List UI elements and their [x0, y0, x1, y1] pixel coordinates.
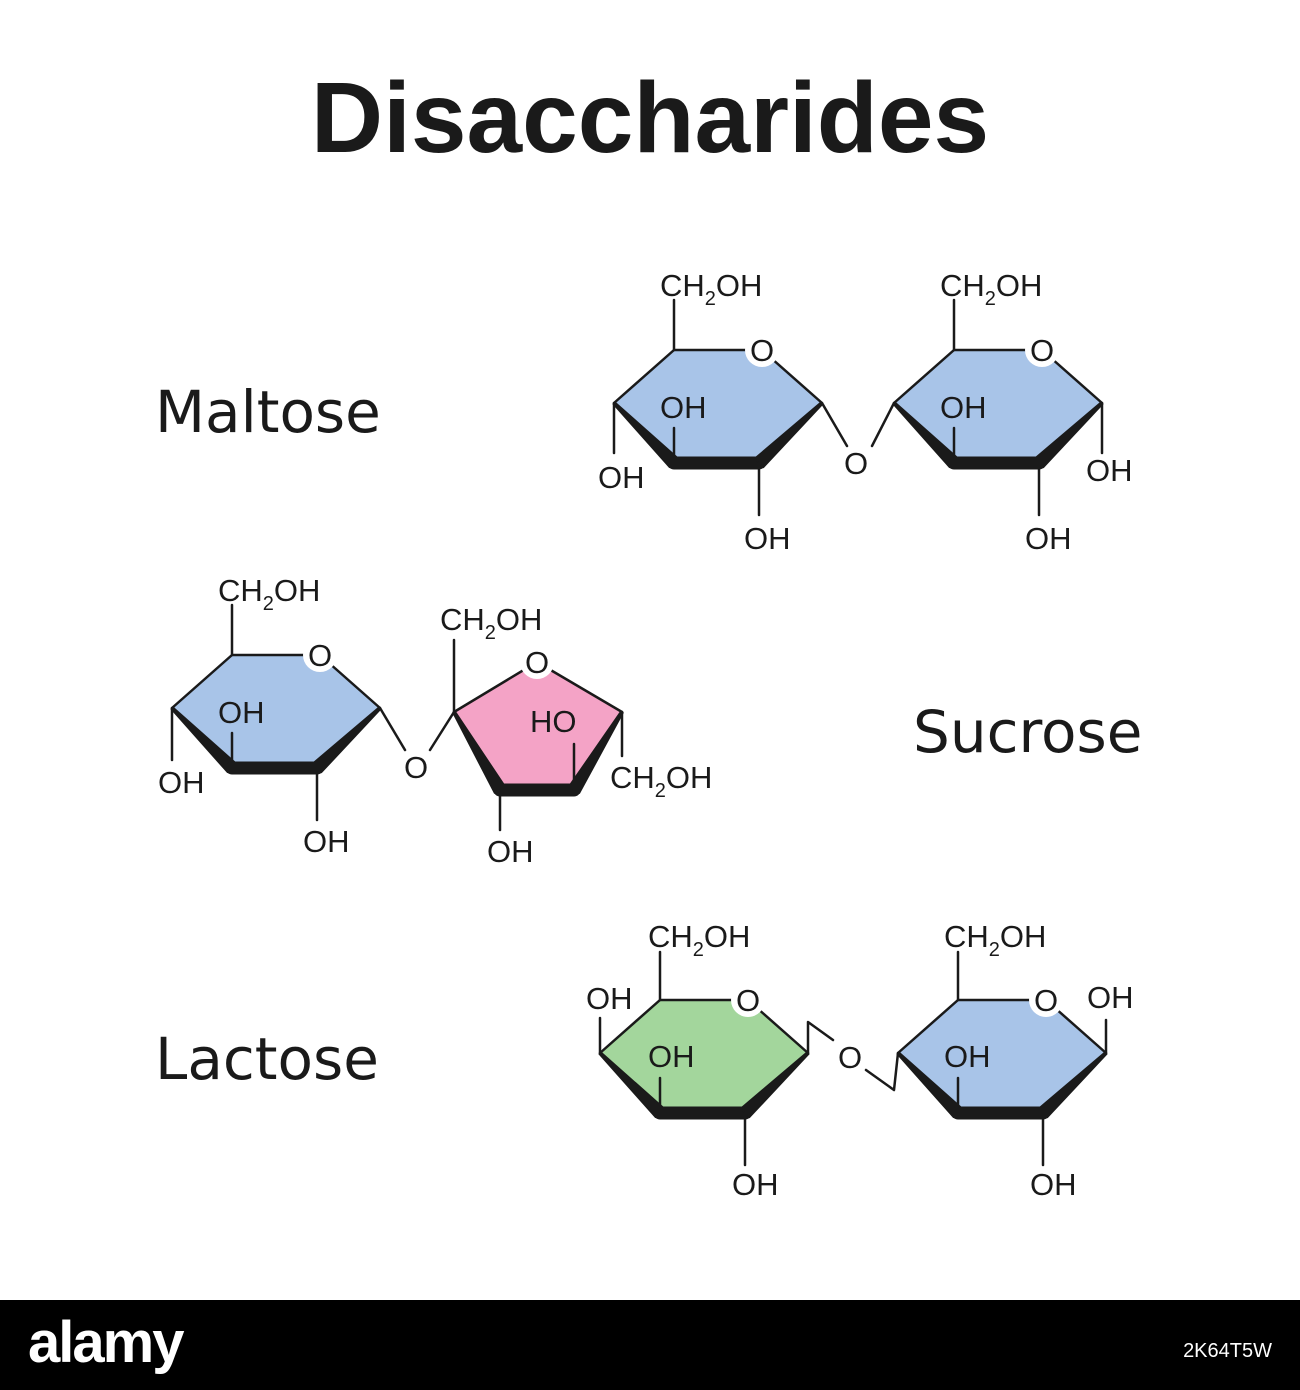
sucrose-fructose-ring-oxygen: O	[525, 645, 549, 680]
image-id: 2K64T5W	[1183, 1340, 1272, 1362]
maltose-glucose-1-wedge-right	[754, 401, 824, 469]
sucrose-fru-ch2oh-c1: CH2OH	[440, 602, 542, 644]
lactose-glc-oh-c2: OH	[1030, 1167, 1077, 1202]
lactose-glc-oh-c1: OH	[1087, 980, 1134, 1015]
lactose-glucose-ring-fill	[898, 1000, 1106, 1113]
lactose-bridge-left	[806, 1020, 835, 1055]
maltose-glucose-2-ring-oxygen-bg	[1025, 333, 1059, 367]
maltose-glucose-1-ring-oxygen: O	[750, 333, 774, 368]
maltose-g2-oh-c3: OH	[940, 390, 987, 425]
sucrose-glucose-wedge-right	[312, 706, 382, 774]
structure-diagram: OCH2OHOHOHOHOOCH2OHOHOHOHOCH2OHOHOHOHOOC…	[158, 268, 1134, 1202]
sucrose-bridge-oxygen: O	[404, 750, 428, 785]
maltose-glucose-1-ring-oxygen-bg	[745, 333, 779, 367]
lactose-galactose-ring-bonds	[598, 998, 810, 1055]
maltose-g2-ch2oh: CH2OH	[940, 268, 1042, 310]
sucrose-fructose-ring-fill	[454, 662, 622, 790]
sucrose-label: Sucrose	[913, 698, 1143, 766]
sucrose-glc-oh-c2: OH	[303, 824, 350, 859]
maltose-g1-oh-c2: OH	[744, 521, 791, 556]
maltose-bridge-right	[870, 401, 896, 448]
maltose-glucose-2-ring-oxygen: O	[1030, 333, 1054, 368]
maltose-label: Maltose	[155, 378, 381, 446]
sucrose-glucose-ring-fill	[172, 655, 380, 768]
alamy-logo: alamy	[28, 1310, 184, 1375]
maltose-glucose-2-ring-bonds	[892, 348, 1104, 405]
maltose-glucose-2-wedge-right	[1034, 401, 1104, 469]
sucrose-bridge-left	[378, 706, 407, 752]
lactose-gal-oh-c2: OH	[732, 1167, 779, 1202]
maltose-glucose-2-ring-fill	[894, 350, 1102, 463]
maltose-bridge-oxygen: O	[844, 446, 868, 481]
page-title: Disaccharides	[310, 62, 990, 174]
lactose-galactose-ring-oxygen-bg	[731, 983, 765, 1017]
sucrose-glucose-ring-bonds	[170, 653, 382, 710]
lactose-bridge-right	[864, 1051, 900, 1092]
lactose-label: Lactose	[155, 1025, 379, 1093]
sucrose-glc-oh-c3: OH	[218, 695, 265, 730]
maltose-glucose-1-ring-bonds	[612, 348, 824, 405]
sucrose-bridge-right	[428, 710, 456, 752]
sucrose-fru-ch2oh-c6: CH2OH	[610, 760, 712, 802]
sucrose-glc-ch2oh: CH2OH	[218, 573, 320, 615]
maltose-g2-oh-c1: OH	[1086, 453, 1133, 488]
sucrose-fru-oh-c3: OH	[487, 834, 534, 869]
maltose-g2-oh-c2: OH	[1025, 521, 1072, 556]
lactose-glucose-ring-bonds	[896, 998, 1108, 1055]
sucrose-fru-ho-c4: HO	[530, 704, 577, 739]
lactose-glc-ch2oh: CH2OH	[944, 919, 1046, 961]
lactose-gal-oh-c4: OH	[586, 981, 633, 1016]
lactose-glc-oh-c3: OH	[944, 1039, 991, 1074]
sucrose-fructose-ring-oxygen-bg	[520, 645, 554, 679]
maltose-g1-oh-c3: OH	[660, 390, 707, 425]
lactose-glucose-ring-oxygen-bg	[1029, 983, 1063, 1017]
watermark-footer: alamy 2K64T5W	[0, 1300, 1300, 1390]
lactose-glucose-ring-oxygen: O	[1034, 983, 1058, 1018]
maltose-g1-ch2oh: CH2OH	[660, 268, 762, 310]
sucrose-fructose-wedge-right	[567, 710, 624, 794]
maltose-glucose-1-ring-fill	[614, 350, 822, 463]
lactose-galactose-ring-oxygen: O	[736, 983, 760, 1018]
lactose-galactose-ring-fill	[600, 1000, 808, 1113]
maltose-g1-oh-c4: OH	[598, 460, 645, 495]
maltose-bridge-left	[820, 401, 849, 448]
sucrose-glc-oh-c4: OH	[158, 765, 205, 800]
lactose-bridge-oxygen: O	[838, 1040, 862, 1075]
lactose-gal-oh-c3: OH	[648, 1039, 695, 1074]
sucrose-glucose-ring-oxygen: O	[308, 638, 332, 673]
sucrose-glucose-ring-oxygen-bg	[303, 638, 337, 672]
lactose-gal-ch2oh: CH2OH	[648, 919, 750, 961]
